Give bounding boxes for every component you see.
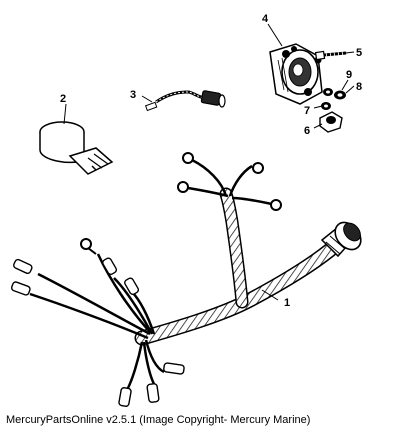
callout-6: 6 [304, 125, 310, 137]
callout-7: 7 [304, 105, 310, 117]
callout-2: 2 [60, 93, 66, 105]
callout-5: 5 [356, 47, 362, 59]
terminal-boot [39, 121, 114, 175]
callout-1: 1 [284, 297, 290, 309]
cap-nut [319, 111, 343, 133]
callout-9: 9 [346, 69, 352, 81]
callout-4: 4 [262, 13, 269, 25]
wiring-harness [10, 152, 362, 407]
callout-8: 8 [356, 81, 362, 93]
copyright-caption: MercuryPartsOnline v2.5.1 (Image Copyrig… [6, 414, 311, 426]
solenoid-assembly [269, 43, 323, 105]
screw [314, 50, 347, 61]
callout-3: 3 [130, 89, 136, 101]
leader-lines [63, 23, 355, 301]
nut-and-washer-set [321, 88, 346, 110]
lead-wire [144, 90, 226, 112]
wiring-harness-diagram: 1 2 3 4 5 6 7 8 9 [10, 13, 362, 407]
